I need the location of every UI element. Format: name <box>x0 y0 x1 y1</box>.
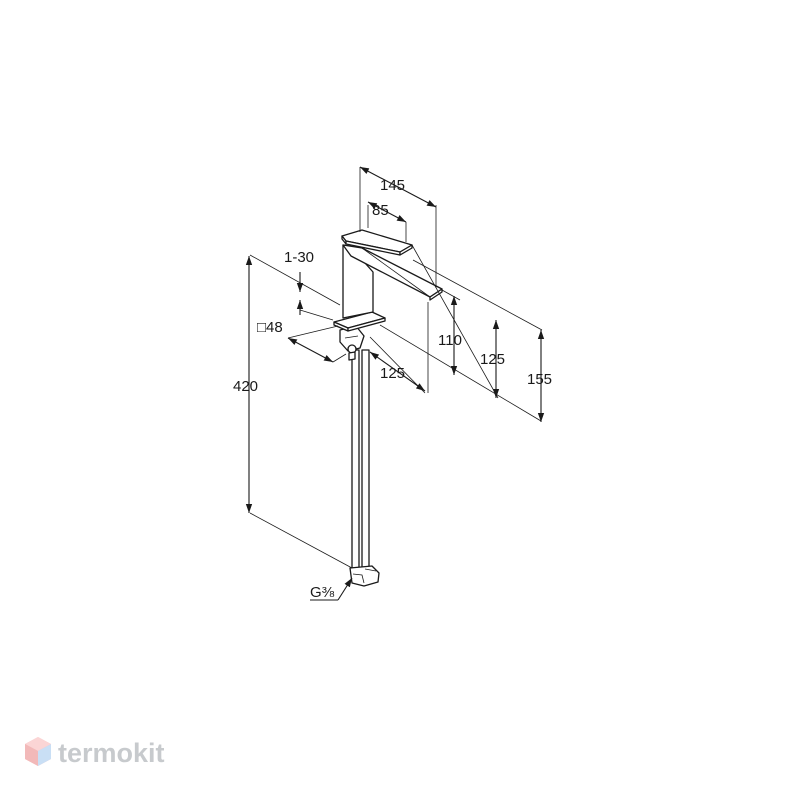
dim-line-125-horizontal <box>369 351 426 392</box>
label-85: 85 <box>372 202 389 219</box>
dim-line-48 <box>287 337 334 363</box>
supply-pipe-left <box>351 349 360 571</box>
thread-leader <box>337 577 353 601</box>
label-125-horizontal: 125 <box>380 365 405 382</box>
dim-line-85 <box>367 201 407 223</box>
label-1-30: 1-30 <box>284 249 314 266</box>
dimension-labels: 145 85 1-30 □48 110 125 155 125 420 G⅜ <box>233 177 552 601</box>
label-125-vertical: 125 <box>480 351 505 368</box>
dimension-lines <box>245 166 545 601</box>
label-48: □48 <box>257 319 283 336</box>
watermark-text: termokit <box>58 738 165 768</box>
watermark: termokit <box>25 737 165 768</box>
termokit-logo-icon <box>25 737 51 766</box>
label-145: 145 <box>380 177 405 194</box>
label-thread: G⅜ <box>310 584 335 601</box>
supply-pipe-right <box>361 349 370 573</box>
faucet-body <box>333 229 443 587</box>
label-155: 155 <box>527 371 552 388</box>
label-110: 110 <box>438 332 462 349</box>
dim-line-145 <box>359 166 437 208</box>
label-420: 420 <box>233 378 258 395</box>
supply-fitting <box>349 565 380 587</box>
